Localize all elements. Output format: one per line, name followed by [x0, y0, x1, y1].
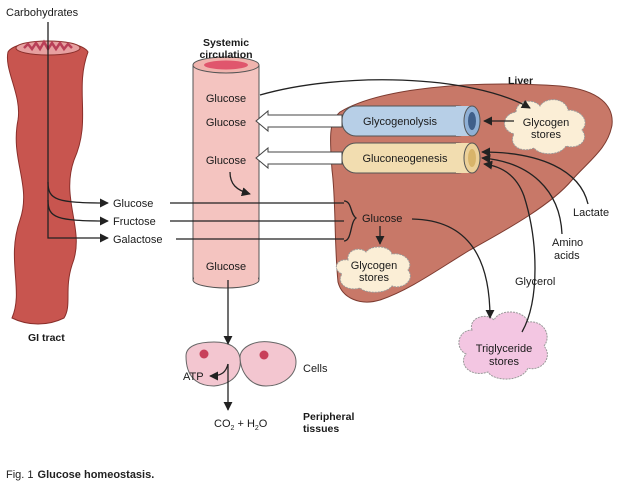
vessel-glucose-4: Glucose	[206, 261, 246, 273]
triglyceride-line2: stores	[489, 356, 519, 368]
hollow-arrow-glycogenolysis	[255, 109, 343, 133]
caption-title: Glucose homeostasis.	[37, 469, 155, 481]
hollow-arrow-gluconeogenesis	[255, 146, 343, 170]
gi-tract-label: GI tract	[28, 332, 65, 344]
glycogenolysis-label: Glycogenolysis	[363, 116, 437, 128]
arrow-glucose-down-curve	[229, 171, 251, 197]
arrows	[47, 22, 589, 411]
arrow-lactate	[481, 147, 589, 205]
bracket	[343, 200, 358, 242]
lactate-label: Lactate	[573, 207, 609, 219]
galactose-in-label: Galactose	[113, 234, 163, 246]
liver-glycogen-cloud	[504, 99, 586, 155]
atp-label: ATP	[183, 371, 204, 383]
vessel-glucose-1: Glucose	[206, 93, 246, 105]
arrow-glucose-to-triglyceride	[411, 218, 495, 319]
vessel-lumen	[204, 60, 248, 70]
triglyceride-line1: Triglyceride	[476, 343, 532, 355]
caption-fig: Fig. 1	[6, 469, 34, 481]
cells-label: Cells	[303, 363, 328, 375]
inner-glycogen-line2: stores	[359, 272, 389, 284]
triglyceride-cloud	[458, 311, 548, 380]
peripheral-line1: Peripheral	[303, 411, 354, 423]
gluconeogenesis-label: Gluconeogenesis	[362, 153, 448, 165]
vessel-glucose-2: Glucose	[206, 117, 246, 129]
fructose-in-label: Fructose	[113, 216, 156, 228]
liver-label: Liver	[508, 75, 533, 87]
amino-line1: Amino	[552, 237, 583, 249]
liver-glucose-label: Glucose	[362, 213, 402, 225]
arrow-amino-acids	[481, 154, 563, 235]
arrow-to-fructose-in	[47, 199, 109, 226]
systemic-vessel	[192, 56, 260, 289]
arrow-vessel-to-liver-glycogen	[259, 79, 531, 109]
inner-glycogen-line1: Glycogen	[351, 260, 397, 272]
amino-line2: acids	[554, 250, 580, 262]
inner-glycogen-cloud	[335, 246, 411, 293]
co2-h2o-label: CO2 + H2O	[214, 418, 268, 432]
peripheral-line2: tissues	[303, 423, 339, 435]
liver-glycogen-line2: stores	[531, 129, 561, 141]
glucose-homeostasis-diagram: Carbohydrates GI tract Systemic circulat…	[6, 7, 613, 435]
arrow-glycerol	[483, 160, 536, 333]
cell-nucleus-2	[259, 350, 269, 360]
systemic-label-line2: circulation	[199, 49, 252, 61]
glucose-in-label: Glucose	[113, 198, 153, 210]
carbohydrates-label: Carbohydrates	[6, 7, 79, 19]
gluconeogenesis-tube	[341, 142, 481, 174]
cells	[185, 341, 297, 387]
arrow-to-glucose-in	[47, 181, 109, 208]
systemic-label-line1: Systemic	[203, 37, 249, 49]
liver-glycogen-line1: Glycogen	[523, 117, 569, 129]
vessel-glucose-3: Glucose	[206, 155, 246, 167]
arrow-carbohydrates-down	[47, 22, 109, 243]
cell-nucleus-1	[199, 349, 209, 359]
